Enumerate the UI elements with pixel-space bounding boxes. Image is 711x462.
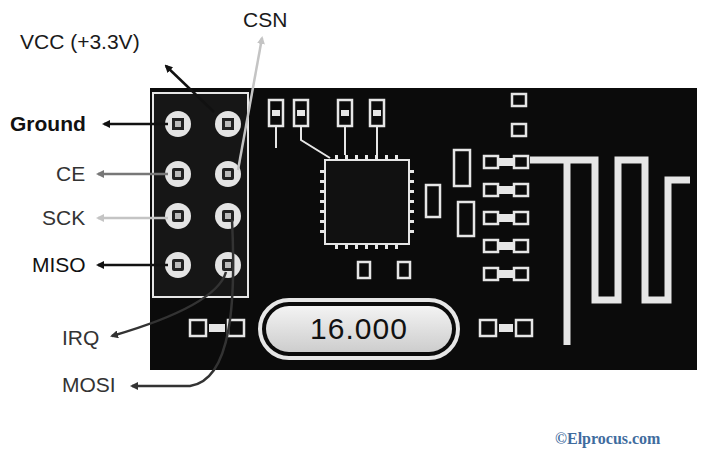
pin-label: MOSI xyxy=(62,373,116,396)
header-pins xyxy=(165,111,241,278)
pin-label: SCK xyxy=(42,206,85,229)
pin-label: VCC (+3.3V) xyxy=(20,30,140,53)
pin-label: IRQ xyxy=(62,326,99,349)
pcb-antenna xyxy=(530,160,690,345)
pin-label: MISO xyxy=(32,253,86,276)
rf-chip xyxy=(325,160,409,244)
leader-arrows xyxy=(98,38,262,386)
chip-pins xyxy=(320,155,414,249)
pin-label: CE xyxy=(56,162,85,185)
traces xyxy=(276,126,377,158)
pin-label: CSN xyxy=(243,8,287,31)
pin-label: Ground xyxy=(10,112,86,135)
watermark: ©Elprocus.com xyxy=(555,430,660,448)
crystal-frequency: 16.000 xyxy=(310,312,408,346)
crystal-oscillator: 16.000 xyxy=(258,298,460,360)
crystal-can: 16.000 xyxy=(266,306,452,352)
